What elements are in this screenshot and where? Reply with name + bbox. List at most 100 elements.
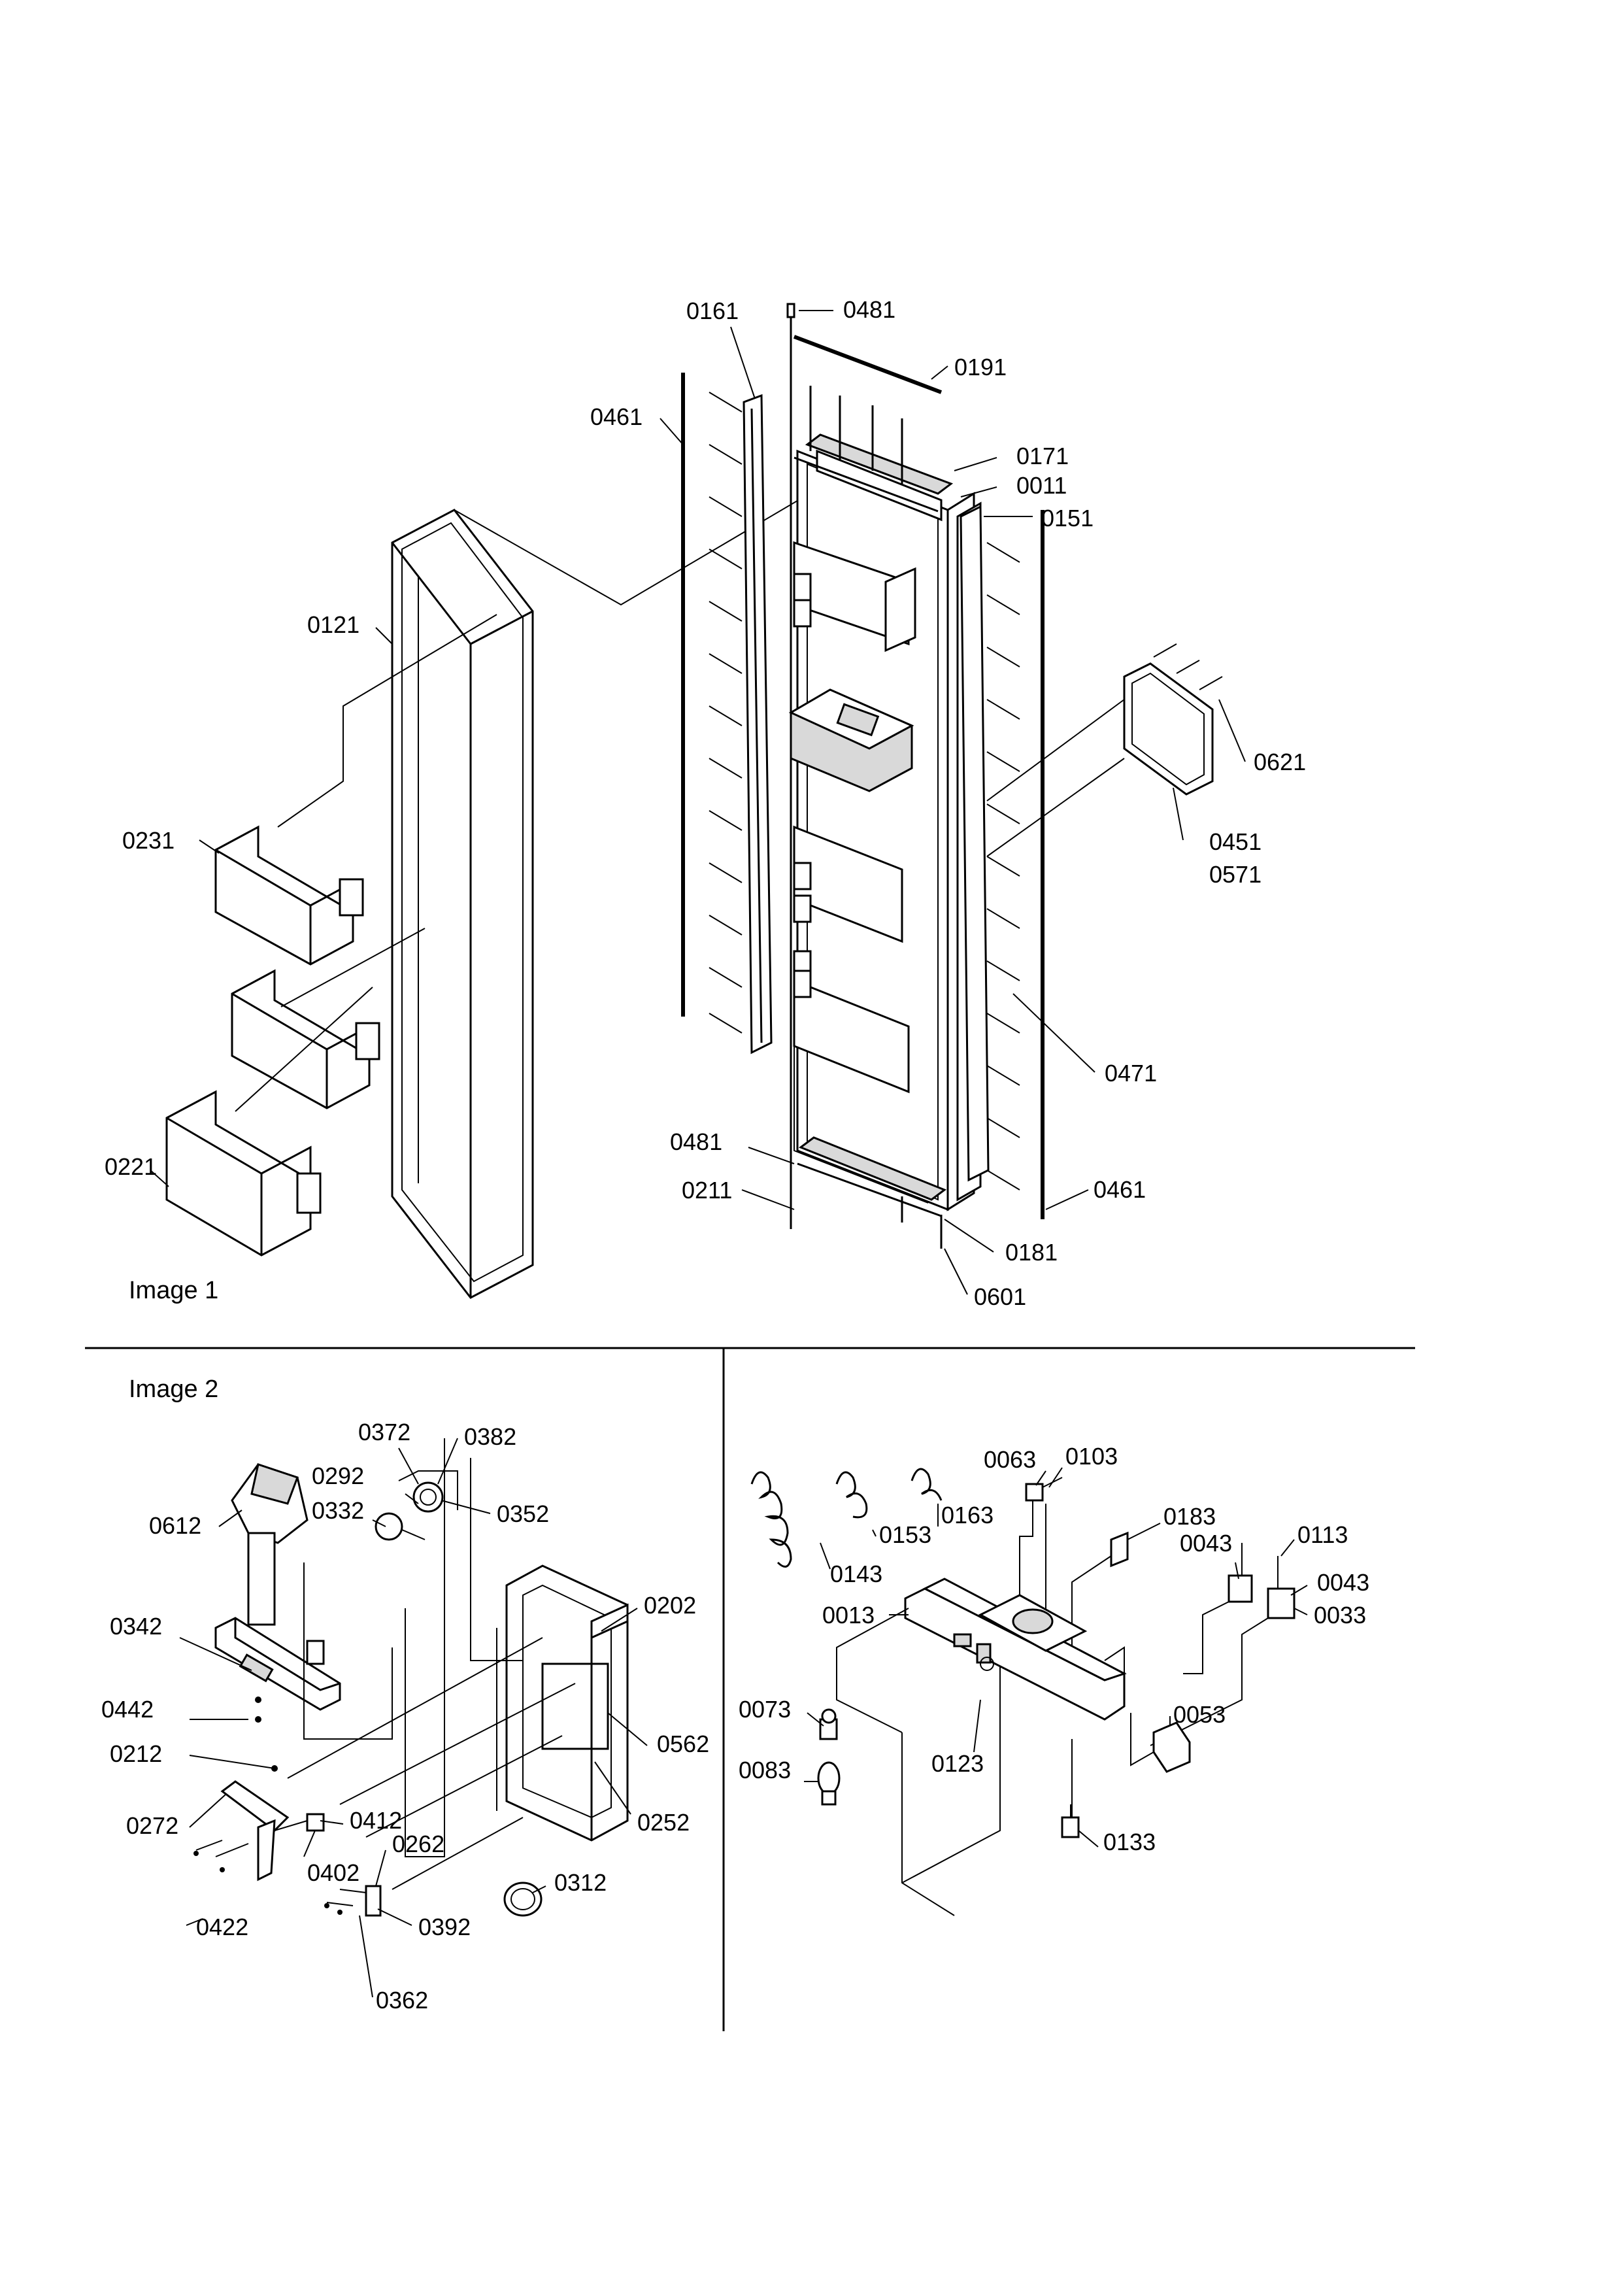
light-bulb-socket bbox=[819, 1708, 838, 1740]
part-label-0033: 0033 bbox=[1314, 1602, 1366, 1629]
door-panel bbox=[788, 449, 982, 1211]
part-label-0332: 0332 bbox=[312, 1497, 364, 1524]
part-label-0412: 0412 bbox=[350, 1807, 402, 1834]
part-label-0231: 0231 bbox=[122, 827, 175, 854]
bin-guide-lower bbox=[235, 987, 373, 1112]
control-housing bbox=[904, 1578, 1127, 1721]
bin-guide-upper bbox=[277, 614, 497, 828]
part-label-0063: 0063 bbox=[984, 1446, 1036, 1473]
part-label-0621: 0621 bbox=[1254, 749, 1306, 775]
door-bottom-cap bbox=[797, 1136, 947, 1249]
part-label-0181: 0181 bbox=[1005, 1239, 1058, 1266]
liner-leader bbox=[454, 496, 805, 606]
image1-door-assembly bbox=[165, 303, 1223, 1299]
control-frame-lines bbox=[836, 1608, 1177, 1916]
image2-dispenser-mechanism bbox=[193, 1438, 629, 1917]
image2-title: Image 2 bbox=[129, 1376, 218, 1403]
dispenser-screws bbox=[193, 1697, 343, 1915]
part-label-0471: 0471 bbox=[1105, 1060, 1157, 1087]
bin-guide-middle bbox=[280, 928, 426, 1007]
door-bin-middle bbox=[231, 969, 380, 1109]
part-label-0352: 0352 bbox=[497, 1500, 549, 1527]
part-label-0481-bottom: 0481 bbox=[670, 1128, 722, 1155]
part-label-0382: 0382 bbox=[464, 1423, 516, 1450]
part-label-0481-top: 0481 bbox=[843, 296, 895, 323]
part-label-0342: 0342 bbox=[110, 1613, 162, 1640]
part-label-0272: 0272 bbox=[126, 1812, 178, 1839]
gasket-ring bbox=[503, 1882, 543, 1917]
image2-control-assembly bbox=[750, 1468, 1295, 1916]
part-label-0183: 0183 bbox=[1163, 1503, 1216, 1530]
door-bin-upper bbox=[214, 825, 364, 966]
dispenser-lever bbox=[195, 1780, 325, 1882]
part-label-0221: 0221 bbox=[105, 1153, 157, 1180]
part-label-0043-right: 0043 bbox=[1317, 1569, 1369, 1596]
part-label-0151: 0151 bbox=[1041, 505, 1094, 532]
ice-chute bbox=[231, 1463, 309, 1626]
part-labels: Image 1 Image 2 0161 0481 0191 0461 0171… bbox=[101, 296, 1369, 2014]
part-label-0292: 0292 bbox=[312, 1462, 364, 1489]
part-label-0123: 0123 bbox=[931, 1750, 984, 1777]
part-label-0612: 0612 bbox=[149, 1512, 201, 1539]
dispenser-small-parts bbox=[326, 1885, 382, 1917]
top-screws bbox=[786, 303, 903, 1229]
switch-0183 bbox=[1110, 1531, 1129, 1568]
part-label-0113: 0113 bbox=[1297, 1521, 1348, 1548]
part-label-0451: 0451 bbox=[1209, 828, 1262, 855]
part-label-0312: 0312 bbox=[554, 1869, 607, 1896]
door-gasket-right bbox=[960, 505, 990, 1182]
part-label-0143: 0143 bbox=[830, 1561, 882, 1587]
part-label-0103: 0103 bbox=[1065, 1443, 1118, 1470]
part-label-0163: 0163 bbox=[941, 1502, 994, 1528]
part-label-0461-left: 0461 bbox=[590, 403, 643, 430]
part-label-0121: 0121 bbox=[307, 611, 359, 638]
door-bin-lower bbox=[165, 1090, 322, 1257]
dispenser-housing bbox=[505, 1564, 629, 1842]
right-screw-ticks bbox=[986, 542, 1020, 1190]
image1-title: Image 1 bbox=[129, 1277, 218, 1304]
part-label-0011: 0011 bbox=[1016, 472, 1067, 499]
part-label-0571: 0571 bbox=[1209, 861, 1262, 888]
leader-lines bbox=[150, 310, 1308, 1998]
part-label-0191: 0191 bbox=[954, 354, 1007, 380]
left-screw-ticks bbox=[709, 392, 743, 1034]
part-label-0212: 0212 bbox=[110, 1740, 162, 1767]
light-bulb bbox=[817, 1761, 841, 1806]
door-liner bbox=[391, 509, 534, 1299]
part-label-0601: 0601 bbox=[974, 1283, 1026, 1310]
part-label-0073: 0073 bbox=[739, 1696, 791, 1723]
part-label-0422: 0422 bbox=[196, 1914, 248, 1940]
part-label-0402: 0402 bbox=[307, 1859, 359, 1886]
part-label-0562: 0562 bbox=[657, 1730, 709, 1757]
part-label-0043-top: 0043 bbox=[1180, 1530, 1232, 1557]
switch-0063 bbox=[1019, 1477, 1063, 1628]
part-label-0161: 0161 bbox=[686, 297, 739, 324]
part-label-0442: 0442 bbox=[101, 1696, 154, 1723]
door-gasket-left bbox=[743, 394, 773, 1055]
panel-dividers bbox=[85, 1347, 1415, 2031]
door-top-cap bbox=[793, 335, 954, 513]
part-label-0211: 0211 bbox=[682, 1177, 732, 1204]
cover-plate bbox=[986, 643, 1223, 857]
part-label-0013: 0013 bbox=[822, 1602, 875, 1629]
part-label-0083: 0083 bbox=[739, 1757, 791, 1783]
part-label-0252: 0252 bbox=[637, 1809, 690, 1836]
dispenser-motor bbox=[375, 1470, 458, 1541]
actuator-bracket bbox=[214, 1617, 341, 1711]
relay-switches bbox=[1150, 1543, 1295, 1746]
part-label-0262: 0262 bbox=[392, 1831, 444, 1857]
wire-harnesses bbox=[750, 1468, 943, 1568]
connector-0133 bbox=[1061, 1804, 1080, 1838]
part-label-0362: 0362 bbox=[376, 1987, 428, 2014]
part-label-0171: 0171 bbox=[1016, 443, 1069, 469]
switch-0053 bbox=[1152, 1721, 1191, 1773]
dispenser-frame-lines bbox=[287, 1438, 576, 1890]
part-label-0372: 0372 bbox=[358, 1419, 410, 1445]
part-label-0133: 0133 bbox=[1103, 1829, 1156, 1855]
part-label-0053: 0053 bbox=[1173, 1701, 1226, 1728]
part-label-0202: 0202 bbox=[644, 1592, 696, 1619]
part-label-0153: 0153 bbox=[879, 1521, 931, 1548]
part-label-0461-right: 0461 bbox=[1094, 1176, 1146, 1203]
